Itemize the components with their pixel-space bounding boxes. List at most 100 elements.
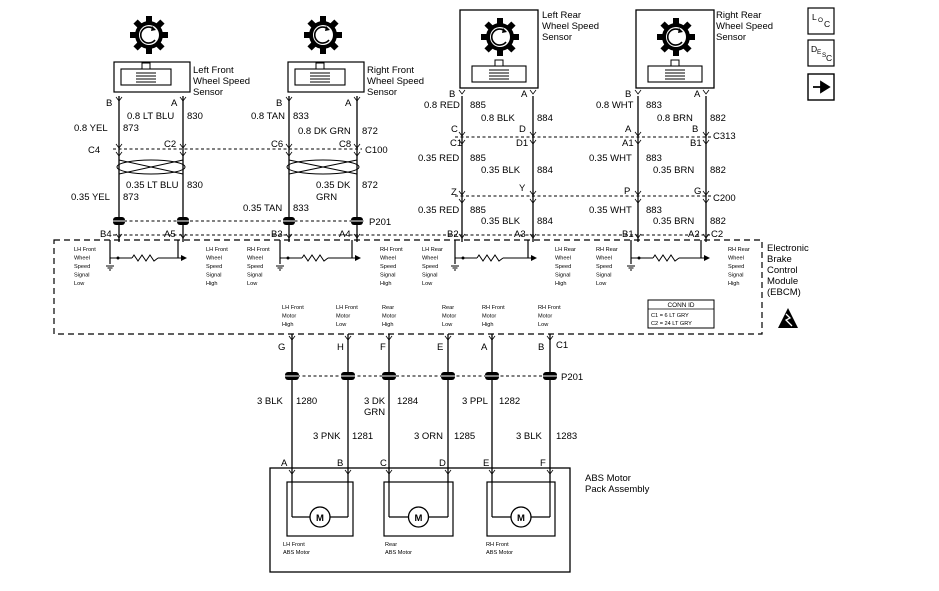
rf-input-circuit	[276, 240, 361, 271]
circuit-number: 882	[710, 216, 726, 227]
ebcm-output-label: RH Front	[482, 305, 505, 311]
pin-chevron	[115, 233, 123, 239]
ebcm-input-label: Signal	[206, 273, 222, 279]
circuit-number: 883	[646, 205, 662, 216]
ebcm-input-label: Wheel	[206, 256, 222, 262]
ebcm-input-label: Wheel	[728, 256, 744, 262]
motor-glyph: M	[517, 513, 525, 524]
ebcm-input-label: RH Rear	[728, 247, 750, 253]
pin-chevron	[179, 151, 187, 157]
wire-color-label: GRN	[364, 407, 385, 418]
pin-chevron	[488, 469, 496, 475]
connector-pin: B	[692, 124, 698, 135]
rr-tone-ring-icon	[657, 18, 695, 56]
circuit-number: 872	[362, 180, 378, 191]
connector-pin: G	[694, 186, 701, 197]
ebcm-input-label: Speed	[380, 264, 396, 270]
connector-pin: B	[625, 89, 631, 100]
connector-pin: Y	[519, 183, 526, 194]
connector-pin: H	[337, 342, 344, 353]
wire-color-label: 0.8 BLK	[481, 113, 515, 124]
ebcm-input-label: LH Front	[206, 247, 228, 253]
ebcm-input-label: Signal	[422, 273, 438, 279]
connector-pin: C2	[711, 229, 723, 240]
rf-sensor-label: Right Front	[367, 65, 414, 76]
connector-pin: B1	[690, 138, 702, 149]
wire-color-label: GRN	[316, 192, 337, 203]
lf-sensor-label: Left Front	[193, 65, 234, 76]
pin-chevron	[702, 131, 710, 137]
loc-letter: C	[824, 19, 830, 29]
pin-chevron	[634, 233, 642, 239]
ebcm-output-label: Motor	[482, 314, 496, 320]
lr-sensor-label: Wheel Speed	[542, 21, 599, 32]
connector-pin: B4	[100, 229, 112, 240]
lf-sensor-label: Wheel Speed	[193, 76, 250, 87]
rr-sensor-label: Right Rear	[716, 10, 761, 21]
pin-chevron	[344, 335, 352, 341]
connector-pin: Z	[451, 187, 457, 198]
ebcm-output-label: LH Front	[282, 305, 304, 311]
wire-color-label: 0.35 RED	[418, 153, 459, 164]
connector-pin: A5	[164, 229, 176, 240]
wire-color-label: 3 PNK	[313, 431, 341, 442]
motor-icon	[510, 506, 532, 528]
connector-pin: G	[278, 342, 285, 353]
circuit-number: 1283	[556, 431, 577, 442]
circuit-number: 883	[646, 153, 662, 164]
connector-pin: C1	[556, 340, 568, 351]
gear-tooth	[497, 18, 503, 24]
wire-color-label: 0.8 YEL	[74, 123, 108, 134]
ebcm-output-label: Low	[442, 322, 453, 328]
connector-pin: E	[437, 342, 443, 353]
connector-pin: C2	[164, 139, 176, 150]
connector-pin: A	[694, 89, 701, 100]
ebcm-output-label: High	[482, 322, 494, 328]
right-arrow-icon	[813, 80, 831, 94]
pin-chevron	[179, 143, 187, 149]
connector-pin: B	[449, 89, 455, 100]
pin-chevron	[702, 233, 710, 239]
pin-chevron	[458, 89, 466, 95]
ebcm-input-label: LH Rear	[555, 247, 576, 253]
next-button[interactable]	[807, 73, 835, 101]
circuit-number: 885	[470, 153, 486, 164]
ebcm-input-label: Speed	[247, 264, 263, 270]
abs-pack-title: Pack Assembly	[585, 484, 650, 495]
pin-chevron	[634, 139, 642, 145]
lr-input-circuit	[451, 240, 537, 271]
conn-id-row: C2 = 24 LT GRY	[651, 321, 692, 327]
motor-glyph: M	[316, 513, 324, 524]
pin-chevron	[179, 96, 187, 102]
rr-sensor-label: Wheel Speed	[716, 21, 773, 32]
ebcm-input-label: Speed	[74, 264, 90, 270]
pin-chevron	[285, 96, 293, 102]
motor-icon	[309, 506, 331, 528]
sensor-magnet	[315, 62, 325, 70]
circuit-number: 884	[537, 165, 553, 176]
desc-letter: S	[822, 52, 826, 59]
circuit-number: 882	[710, 165, 726, 176]
connector-pin: A2	[688, 229, 700, 240]
circuit-number: 830	[187, 180, 203, 191]
ebcm-output-label: Motor	[442, 314, 456, 320]
ebcm-input-label: High	[380, 281, 392, 287]
pin-chevron	[353, 151, 361, 157]
connector-pin: C6	[271, 139, 283, 150]
pin-chevron	[353, 143, 361, 149]
circuit-number: 1285	[454, 431, 475, 442]
circuit-number: 872	[362, 126, 378, 137]
wire-color-label: 0.8 BRN	[657, 113, 693, 124]
connector-pin: D	[439, 458, 446, 469]
rr-input-circuit	[627, 240, 710, 271]
ebcm-input-label: Speed	[206, 264, 222, 270]
gear-face	[666, 27, 686, 47]
wire-color-label: 0.35 BLK	[481, 165, 521, 176]
wire-color-label: 0.35 TAN	[243, 203, 282, 214]
ebcm-input-label: Speed	[596, 264, 612, 270]
